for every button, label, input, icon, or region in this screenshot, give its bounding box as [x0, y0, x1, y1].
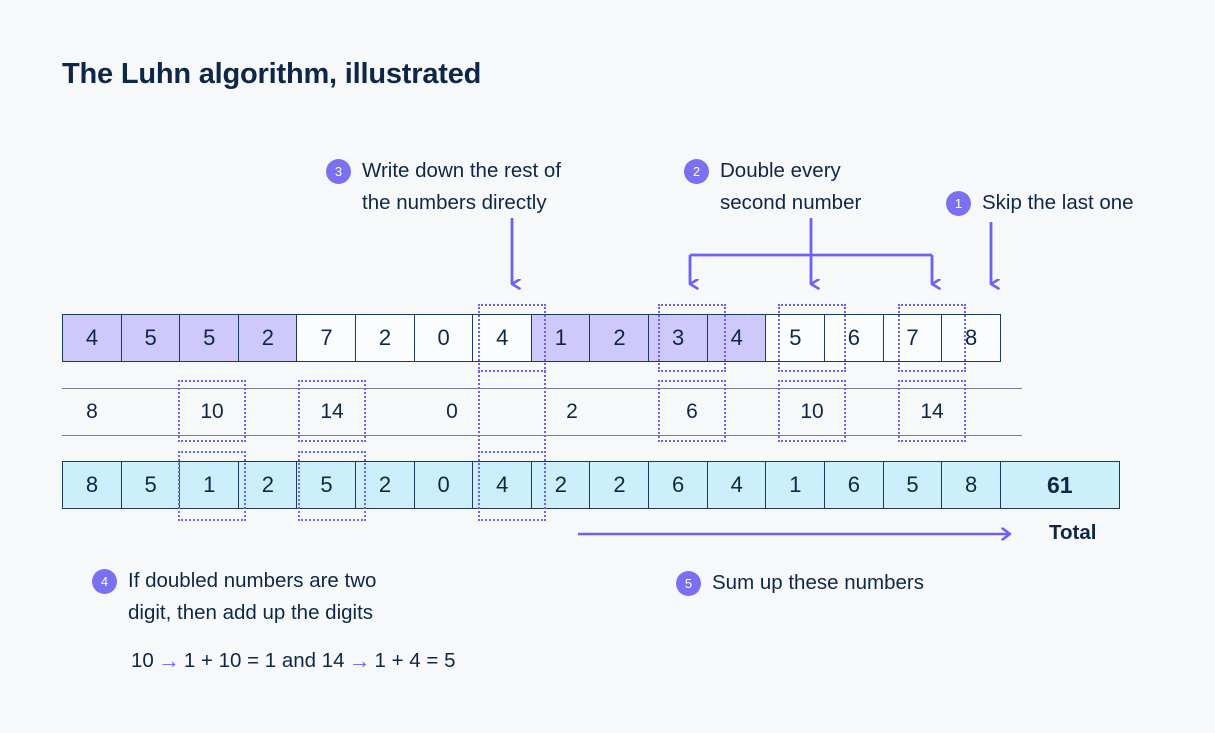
reduced-digit-cell: 2: [531, 461, 591, 509]
annotation-step1: 1 Skip the last one: [946, 187, 1134, 219]
doubled-row: 8 10 14 0 2 6 10 14: [62, 388, 1022, 436]
reduced-digit-cell: 2: [589, 461, 649, 509]
reduced-digit-cell: 8: [941, 461, 1001, 509]
doubled-value-cell: [242, 389, 302, 435]
step-badge-4: 4: [92, 569, 117, 594]
card-digit-cell: 4: [62, 314, 122, 362]
reduced-digit-cell: 0: [414, 461, 474, 509]
reduced-digit-cell: 5: [296, 461, 356, 509]
reduced-digit-cell: 1: [179, 461, 239, 509]
doubled-value-cell: [602, 389, 662, 435]
annotation-step5: 5 Sum up these numbers: [676, 567, 924, 599]
step-badge-5: 5: [676, 571, 701, 596]
reduced-digit-cell: 2: [355, 461, 415, 509]
formula-part-2: 1 + 10 = 1 and 14: [184, 646, 345, 676]
annotation-step2: 2 Double every second number: [684, 155, 861, 219]
reduced-digit-cell: 4: [472, 461, 532, 509]
step-badge-3: 3: [326, 159, 351, 184]
step-badge-2: 2: [684, 159, 709, 184]
annotation-step5-text: Sum up these numbers: [712, 567, 924, 599]
card-digit-cell: 2: [355, 314, 415, 362]
doubled-value-cell: 2: [542, 389, 602, 435]
card-digit-cell: 6: [824, 314, 884, 362]
reduced-digit-cell: 8: [62, 461, 122, 509]
doubled-value-cell: [962, 389, 1022, 435]
card-digit-cell: 5: [765, 314, 825, 362]
formula-part-3: 1 + 4 = 5: [375, 646, 456, 676]
doubled-value-cell: 10: [782, 389, 842, 435]
doubled-value-cell: [842, 389, 902, 435]
doubled-value-cell: [122, 389, 182, 435]
annotation-step3-text: Write down the rest of the numbers direc…: [362, 155, 561, 219]
doubled-value-cell: [722, 389, 782, 435]
doubled-value-cell: 14: [902, 389, 962, 435]
reduced-digit-cell: 1: [765, 461, 825, 509]
digit-sum-formula: 10 → 1 + 10 = 1 and 14 → 1 + 4 = 5: [131, 646, 455, 676]
card-digit-cell: 3: [648, 314, 708, 362]
reduced-sum-row: 851252042264165861: [62, 461, 1120, 509]
doubled-value-cell: 14: [302, 389, 362, 435]
card-digit-cell: 1: [531, 314, 591, 362]
doubled-value-cell: [362, 389, 422, 435]
doubled-value-cell: 0: [422, 389, 482, 435]
doubled-value-cell: [482, 389, 542, 435]
annotation-step4: 4 If doubled numbers are two digit, then…: [92, 565, 376, 629]
card-digit-cell: 8: [941, 314, 1001, 362]
card-number-row: 4552720412345678: [62, 314, 1001, 362]
total-label: Total: [1049, 521, 1096, 545]
total-value-cell: 61: [1000, 461, 1120, 509]
card-digit-cell: 4: [472, 314, 532, 362]
card-digit-cell: 5: [121, 314, 181, 362]
card-digit-cell: 4: [707, 314, 767, 362]
right-arrow-icon-2: →: [345, 646, 375, 676]
doubled-value-cell: 8: [62, 389, 122, 435]
doubled-value-cell: 6: [662, 389, 722, 435]
formula-part-1: 10: [131, 646, 154, 676]
card-digit-cell: 7: [296, 314, 356, 362]
right-arrow-icon: →: [154, 646, 184, 676]
annotation-step3: 3 Write down the rest of the numbers dir…: [326, 155, 561, 219]
reduced-digit-cell: 5: [121, 461, 181, 509]
reduced-digit-cell: 6: [824, 461, 884, 509]
card-digit-cell: 2: [589, 314, 649, 362]
step-badge-1: 1: [946, 191, 971, 216]
reduced-digit-cell: 2: [238, 461, 298, 509]
card-digit-cell: 2: [238, 314, 298, 362]
annotation-step4-text: If doubled numbers are two digit, then a…: [128, 565, 376, 629]
annotation-step1-text: Skip the last one: [982, 187, 1134, 219]
reduced-digit-cell: 5: [883, 461, 943, 509]
card-digit-cell: 5: [179, 314, 239, 362]
card-digit-cell: 0: [414, 314, 474, 362]
card-digit-cell: 7: [883, 314, 943, 362]
annotation-step2-text: Double every second number: [720, 155, 861, 219]
doubled-value-cell: 10: [182, 389, 242, 435]
reduced-digit-cell: 6: [648, 461, 708, 509]
reduced-digit-cell: 4: [707, 461, 767, 509]
